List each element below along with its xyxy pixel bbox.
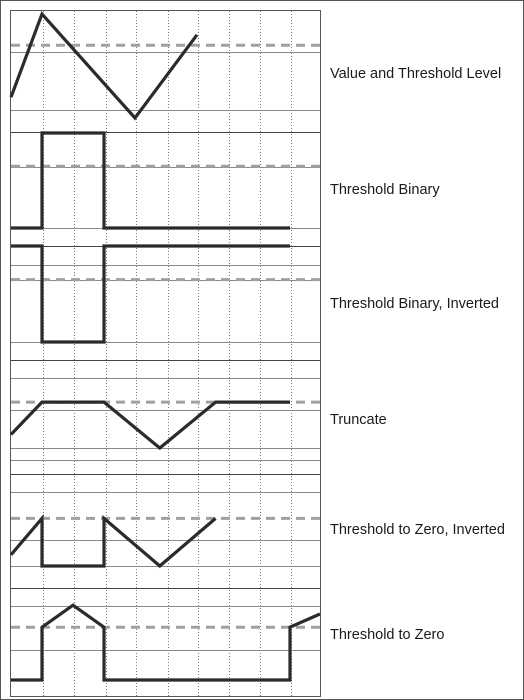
panel-binary bbox=[11, 131, 320, 230]
panel-tozero-inv bbox=[9, 492, 320, 569]
panel-label-value-threshold: Value and Threshold Level bbox=[330, 66, 501, 82]
panel-label-binary: Threshold Binary bbox=[330, 182, 440, 198]
signal-line bbox=[11, 603, 321, 682]
grid-lines bbox=[43, 11, 292, 696]
panels bbox=[9, 10, 321, 682]
signal-line bbox=[9, 514, 217, 569]
signal-line bbox=[9, 400, 290, 451]
panel-label-truncate: Truncate bbox=[330, 412, 387, 428]
panel-tozero bbox=[11, 603, 321, 682]
signal-line bbox=[11, 131, 290, 230]
panel-separators bbox=[11, 132, 320, 589]
panel-label-tozero-inv: Threshold to Zero, Inverted bbox=[330, 522, 505, 538]
panel-label-tozero: Threshold to Zero bbox=[330, 627, 444, 643]
plot-frame bbox=[10, 10, 321, 697]
panel-value-threshold bbox=[9, 10, 320, 229]
panel-truncate bbox=[9, 378, 320, 461]
signal-line bbox=[9, 10, 199, 121]
panel-label-binary-inv: Threshold Binary, Inverted bbox=[330, 296, 499, 312]
signal-line bbox=[11, 244, 290, 344]
panel-binary-inv bbox=[11, 244, 320, 344]
